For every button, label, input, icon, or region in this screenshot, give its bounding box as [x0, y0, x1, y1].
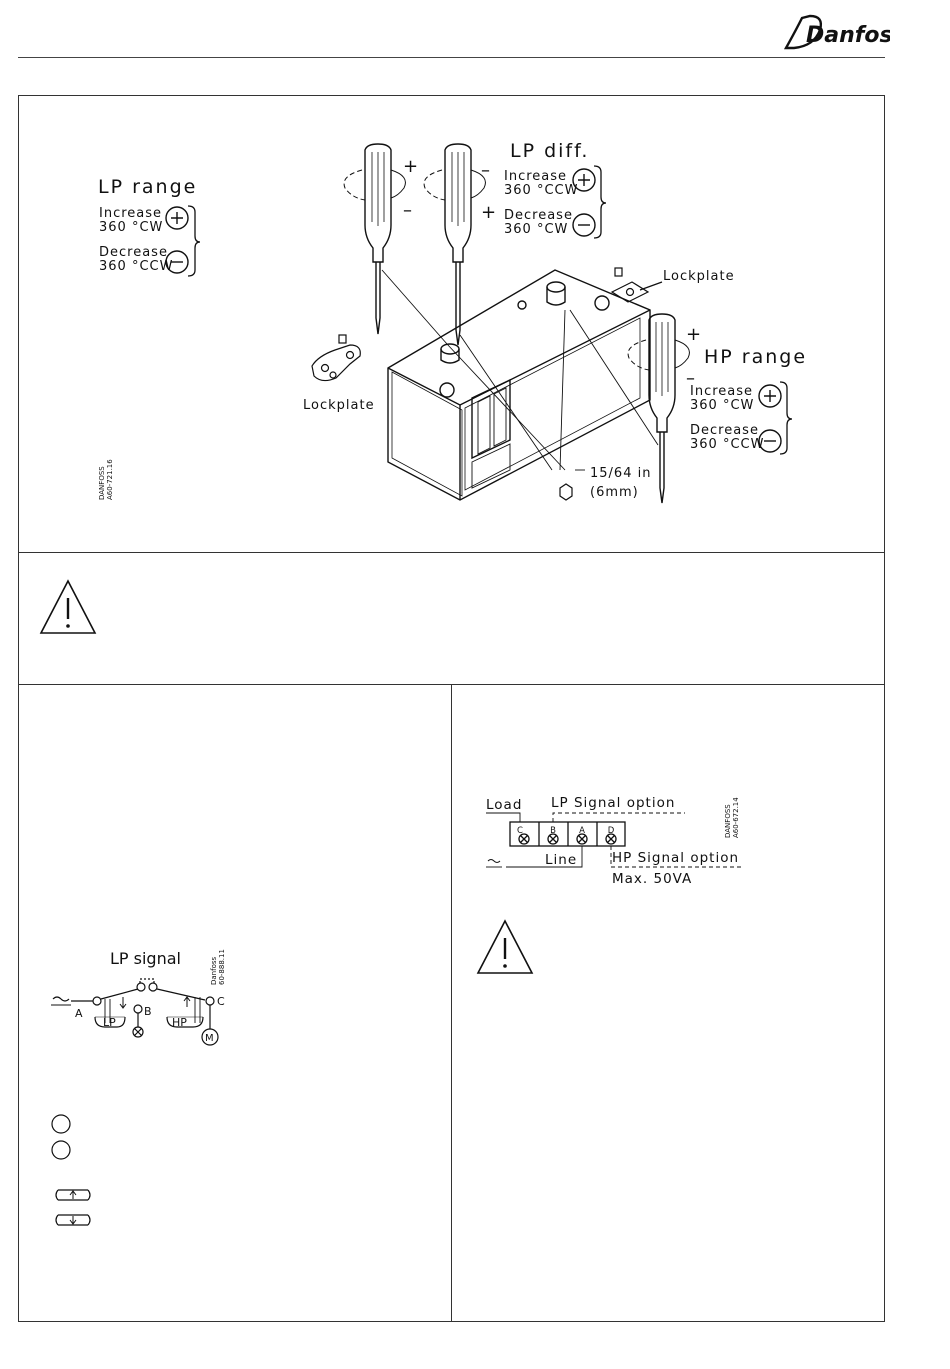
- lp-range-decrease-value: 360 °CCW: [99, 259, 174, 274]
- screwdriver-lp-range: [364, 143, 392, 335]
- svg-text:C: C: [517, 826, 523, 836]
- lp-signal-title: LP signal: [110, 949, 181, 968]
- lp-signal-schematic: A B C LP HP M: [51, 978, 225, 1046]
- motor-label: M: [205, 1033, 214, 1044]
- hp-bellows-label: HP: [172, 1016, 187, 1029]
- legend-symbols: [51, 1114, 91, 1226]
- terminal-screw-a-icon: [576, 833, 588, 845]
- warning-icon: [39, 579, 97, 634]
- svg-text:–: –: [686, 368, 695, 389]
- line-label: Line: [545, 852, 578, 868]
- lp-diff-title: LP diff.: [510, 140, 590, 162]
- hp-range-increase-value: 360 °CW: [690, 398, 755, 413]
- svg-text:+: +: [686, 324, 701, 345]
- hex-size-mm: (6mm): [590, 485, 639, 500]
- svg-text:–: –: [481, 160, 490, 181]
- svg-text:–: –: [403, 200, 412, 221]
- lockplate-right-label: Lockplate: [663, 269, 735, 284]
- brand-text: Danfoss: [806, 23, 890, 48]
- lp-diff-increase-value: 360 °CCW: [504, 183, 579, 198]
- danfoss-logo: Danfoss: [780, 10, 906, 60]
- lp-bellows-label: LP: [103, 1016, 116, 1029]
- bellows-down-icon: [55, 1214, 91, 1226]
- svg-text:D: D: [608, 826, 615, 836]
- terminal-wiring-diagram: C B A D: [486, 812, 742, 868]
- terminal-screw-b-icon: [547, 833, 559, 845]
- lockplate-left-icon: [311, 334, 361, 382]
- lp-range-increase-label: Increase: [99, 206, 163, 221]
- bellows-up-icon: [55, 1189, 91, 1201]
- legend-circle-1-icon: [51, 1114, 71, 1134]
- header-rule: [18, 57, 885, 58]
- panel-divider: [18, 552, 885, 553]
- svg-text:+: +: [481, 202, 496, 223]
- wiring-panel: [451, 684, 885, 1322]
- adjustment-drawing: + – – + + –: [165, 143, 793, 504]
- lp-diff-increase-label: Increase: [504, 169, 568, 184]
- screwdriver-lp-diff: [444, 143, 472, 346]
- hp-signal-option-label: HP Signal option: [612, 850, 740, 866]
- terminal-c-label: C: [217, 995, 225, 1008]
- legend-circle-2-icon: [51, 1140, 71, 1160]
- hp-range-title: HP range: [704, 346, 808, 368]
- lp-diff-decrease-value: 360 °CW: [504, 222, 569, 237]
- svg-text:A: A: [579, 826, 585, 836]
- terminal-screw-d-icon: [605, 833, 617, 845]
- hp-range-decrease-label: Decrease: [690, 423, 759, 438]
- lp-range-title: LP range: [98, 176, 198, 198]
- adjustment-ref-code: DANFOSS A60-721.16: [98, 459, 114, 500]
- svg-text:B: B: [550, 826, 556, 836]
- lockplate-right-icon: [610, 267, 663, 303]
- lockplate-left-label: Lockplate: [303, 398, 375, 413]
- warning-icon-wiring: [476, 919, 534, 974]
- hex-nut-icon: [559, 483, 573, 501]
- wiring-ref-code: DANFOSS A60-672.14: [724, 797, 740, 838]
- lp-diff-decrease-label: Decrease: [504, 208, 573, 223]
- svg-text:+: +: [403, 156, 418, 177]
- load-label: Load: [486, 797, 523, 813]
- decrease-minus-icon: [165, 250, 189, 274]
- hp-range-decrease-value: 360 °CCW: [690, 437, 765, 452]
- terminal-screw-c-icon: [518, 833, 530, 845]
- terminal-b-label: B: [144, 1005, 152, 1018]
- lp-range-increase-value: 360 °CW: [99, 220, 164, 235]
- hp-range-increase-label: Increase: [690, 384, 754, 399]
- lp-range-decrease-label: Decrease: [99, 245, 168, 260]
- hex-size-fraction: 15/64 in: [590, 466, 652, 481]
- lp-signal-option-label: LP Signal option: [551, 795, 676, 811]
- screwdriver-hp-range: [648, 313, 676, 504]
- terminal-a-label: A: [75, 1007, 83, 1020]
- max-rating-label: Max. 50VA: [612, 871, 693, 887]
- increase-plus-icon: [165, 206, 189, 230]
